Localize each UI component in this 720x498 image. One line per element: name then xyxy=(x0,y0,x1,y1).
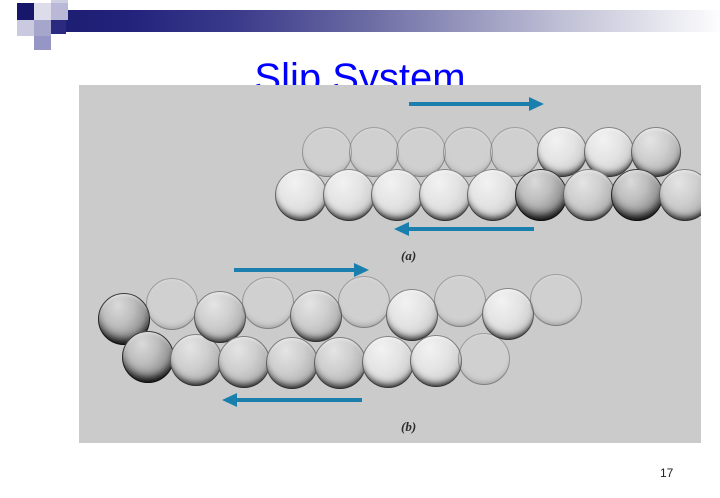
sphere-outline xyxy=(515,169,567,221)
sphere-outline xyxy=(194,291,246,343)
sphere xyxy=(194,291,246,343)
sphere-outline xyxy=(218,336,270,388)
sphere xyxy=(419,169,471,221)
sphere xyxy=(338,276,390,328)
sphere-outline xyxy=(338,276,390,328)
sphere xyxy=(323,169,375,221)
sphere-outline xyxy=(362,336,414,388)
deco-square-light-6 xyxy=(34,36,51,50)
sphere xyxy=(170,334,222,386)
sphere xyxy=(275,169,327,221)
sphere xyxy=(659,169,701,221)
sphere xyxy=(537,127,587,177)
sphere xyxy=(563,169,615,221)
sphere xyxy=(302,127,352,177)
sphere-outline xyxy=(530,274,582,326)
sphere-outline xyxy=(563,169,615,221)
arrow-shaft xyxy=(234,268,355,272)
figure-panel: (a) (b) xyxy=(79,85,701,443)
sphere-outline xyxy=(458,333,510,385)
arrow-head xyxy=(354,263,369,277)
sphere-outline xyxy=(467,169,519,221)
arrow-head xyxy=(394,222,409,236)
deco-square-navy-2 xyxy=(51,20,66,34)
arrow-head xyxy=(222,393,237,407)
sphere-outline xyxy=(410,335,462,387)
figure-caption-b: (b) xyxy=(401,419,417,434)
sphere xyxy=(386,289,438,341)
arrow-a-bottom-left xyxy=(394,222,534,236)
sphere-outline xyxy=(314,337,366,389)
sphere xyxy=(434,275,486,327)
deco-square-light-2 xyxy=(34,20,51,36)
sphere-outline xyxy=(122,331,174,383)
sphere xyxy=(266,337,318,389)
sphere xyxy=(396,127,446,177)
arrow-a-top-right xyxy=(409,97,544,111)
sphere-outline xyxy=(371,169,423,221)
sphere xyxy=(122,331,174,383)
deco-square-light-5 xyxy=(51,3,68,20)
sphere xyxy=(314,337,366,389)
sphere xyxy=(290,290,342,342)
sphere xyxy=(218,336,270,388)
sphere xyxy=(362,336,414,388)
deco-square-white-2 xyxy=(0,20,17,36)
header-gradient-band xyxy=(36,10,720,32)
sphere-outline xyxy=(419,169,471,221)
sphere-outline xyxy=(242,277,294,329)
sphere xyxy=(458,333,510,385)
sphere xyxy=(611,169,663,221)
arrow-head xyxy=(529,97,544,111)
sphere-outline xyxy=(659,169,701,221)
deco-square-white-3 xyxy=(17,36,34,46)
sphere xyxy=(443,127,493,177)
sphere xyxy=(530,274,582,326)
sphere-outline xyxy=(146,278,198,330)
sphere-outline xyxy=(275,169,327,221)
sphere xyxy=(242,277,294,329)
deco-square-light-1 xyxy=(17,20,34,36)
sphere-outline xyxy=(611,169,663,221)
arrow-b-top-right xyxy=(234,263,369,277)
sphere-outline xyxy=(434,275,486,327)
page-number: 17 xyxy=(660,466,674,480)
sphere xyxy=(482,288,534,340)
deco-square-navy xyxy=(17,3,34,20)
sphere xyxy=(146,278,198,330)
sphere xyxy=(631,127,681,177)
sphere xyxy=(410,335,462,387)
sphere xyxy=(584,127,634,177)
sphere-outline xyxy=(266,337,318,389)
sphere xyxy=(371,169,423,221)
sphere-outline xyxy=(323,169,375,221)
arrow-shaft xyxy=(409,102,530,106)
arrow-shaft xyxy=(236,398,362,402)
deco-square-light-3 xyxy=(34,3,51,20)
sphere xyxy=(515,169,567,221)
sphere-outline xyxy=(482,288,534,340)
figure-caption-a: (a) xyxy=(401,248,417,263)
sphere xyxy=(467,169,519,221)
sphere-outline xyxy=(290,290,342,342)
deco-square-white-1 xyxy=(0,3,16,19)
sphere xyxy=(490,127,540,177)
arrow-b-bottom-left xyxy=(222,393,362,407)
sphere-outline xyxy=(386,289,438,341)
arrow-shaft xyxy=(408,227,534,231)
